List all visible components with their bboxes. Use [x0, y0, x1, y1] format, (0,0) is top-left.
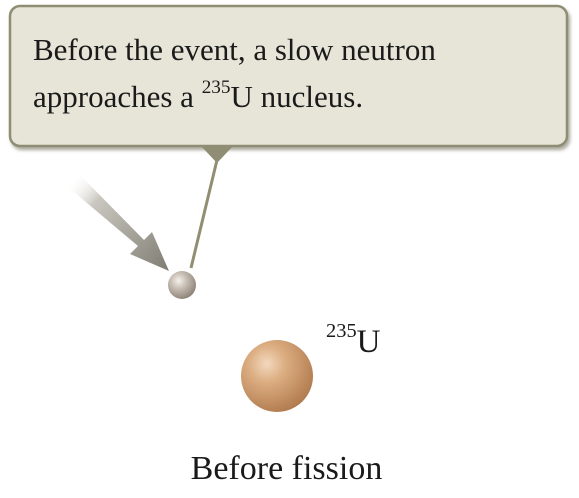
callout-pointer-line — [189, 159, 219, 269]
nucleus-symbol: U — [356, 324, 381, 360]
callout-line-2-prefix: approaches a — [33, 79, 202, 114]
nucleus-mass-number: 235 — [326, 319, 357, 342]
callout-line-2-suffix: U nucleus. — [230, 79, 364, 114]
neutron — [168, 271, 196, 299]
nucleus-label: 235U — [326, 321, 381, 361]
uranium-nucleus — [241, 340, 313, 412]
callout-mass-number: 235 — [201, 76, 231, 98]
callout-box — [8, 4, 569, 148]
callout-line-1: Before the event, a slow neutron — [33, 32, 436, 67]
neutron-arrow — [68, 175, 169, 271]
caption-text: Before fission — [190, 450, 383, 487]
callout-pointer — [201, 146, 233, 163]
callout-text: Before the event, a slow neutron approac… — [33, 26, 563, 120]
caption: Before fission — [0, 450, 579, 488]
